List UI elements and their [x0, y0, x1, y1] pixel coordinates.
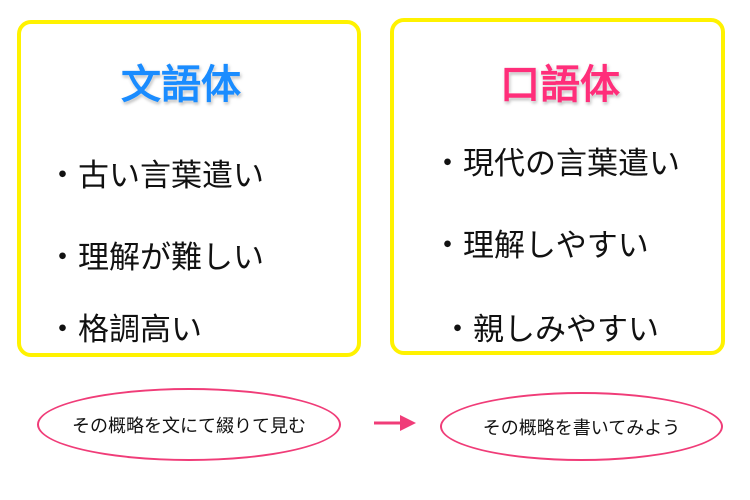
literary-item: ・古い言葉遣い [47, 158, 264, 194]
literary-style-box: 文語体 ・古い言葉遣い ・理解が難しい ・格調高い [17, 20, 361, 357]
literary-item: ・理解が難しい [47, 240, 264, 276]
arrow-right-icon [374, 415, 416, 431]
colloquial-title: 口語体 [500, 62, 620, 108]
literary-item: ・格調高い [47, 312, 202, 348]
colloquial-example-text: その概略を書いてみよう [482, 417, 681, 439]
literary-title: 文語体 [121, 62, 241, 108]
colloquial-item: ・親しみやすい [442, 312, 659, 348]
literary-example-ellipse: その概略を文にて綴りて見む [37, 388, 341, 461]
colloquial-item: ・現代の言葉遣い [432, 146, 680, 182]
colloquial-style-box: 口語体 ・現代の言葉遣い ・理解しやすい ・親しみやすい [390, 18, 725, 355]
colloquial-item: ・理解しやすい [432, 228, 649, 264]
colloquial-example-ellipse: その概略を書いてみよう [440, 392, 723, 461]
literary-example-text: その概略を文にて綴りて見む [72, 415, 306, 437]
